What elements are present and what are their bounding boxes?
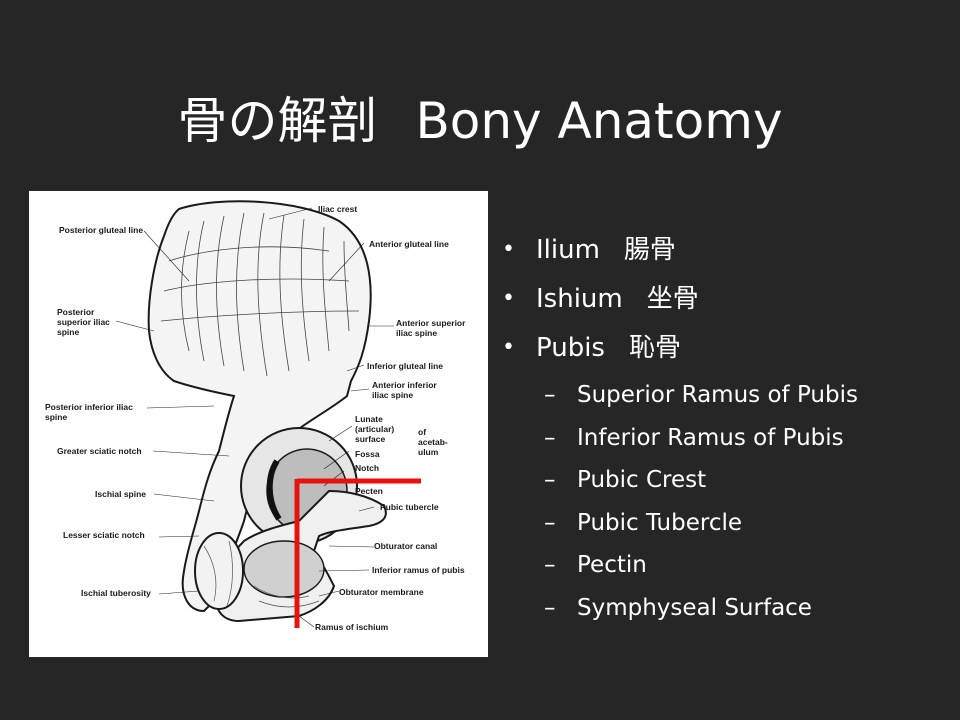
label-obturator-membrane: Obturator membrane (339, 587, 424, 597)
sub-bullet-label: Superior Ramus of Pubis (577, 382, 858, 408)
label-inferior-ramus-of-pubis: Inferior ramus of pubis (372, 565, 465, 575)
bullet-label-ja: 恥骨 (628, 333, 681, 363)
label-iliac-crest: Iliac crest (318, 204, 358, 214)
label-notch: Notch (355, 463, 380, 473)
sub-bullet-pubic-crest: – Pubic Crest (500, 460, 940, 503)
label-posterior-gluteal-line: Posterior gluteal line (59, 225, 144, 235)
sub-bullet-label: Pubic Crest (577, 467, 707, 493)
bullet-label-en: Ilium (536, 235, 600, 265)
label-posterior-inferior-iliac-spine: Posterior inferior iliac spine (45, 402, 133, 422)
bullet-ishium: • Ishium 坐骨 (500, 277, 940, 326)
label-pecten: Pecten (355, 486, 383, 496)
bullet-label-en: Pubis (536, 333, 605, 363)
sub-bullet-pubic-tubercle: – Pubic Tubercle (500, 503, 940, 546)
label-greater-sciatic-notch: Greater sciatic notch (57, 446, 142, 456)
label-lunate-surface: Lunate (articular) surface (355, 414, 395, 444)
label-ischial-spine: Ischial spine (95, 489, 147, 499)
label-anterior-inferior-iliac-spine: Anterior inferior iliac spine (372, 380, 437, 400)
slide-title: 骨の解剖 Bony Anatomy (0, 88, 960, 154)
title-english: Bony Anatomy (415, 92, 783, 150)
label-anterior-superior-iliac-spine: Anterior superior iliac spine (396, 318, 466, 338)
label-inferior-gluteal-line: Inferior gluteal line (367, 361, 444, 371)
dash-marker: – (544, 594, 556, 621)
pelvis-anatomy-figure: Iliac crest Posterior gluteal line Anter… (29, 191, 488, 657)
label-ramus-of-ischium: Ramus of ischium (315, 622, 389, 632)
bullet-label-en: Ishium (536, 284, 623, 314)
sub-bullet-label: Pubic Tubercle (577, 509, 743, 536)
label-of-acetabulum: of acetab- ulum (418, 427, 448, 457)
sub-bullet-superior-ramus: – Superior Ramus of Pubis (500, 375, 940, 418)
bullet-dot: • (502, 335, 515, 360)
label-lesser-sciatic-notch: Lesser sciatic notch (63, 530, 145, 540)
label-posterior-superior-iliac-spine: Posterior superior iliac spine (57, 307, 110, 337)
title-japanese: 骨の解剖 (177, 92, 378, 150)
bullet-dot: • (502, 286, 515, 311)
bullet-label-ja: 腸骨 (623, 235, 676, 265)
sub-bullet-label: Pectin (577, 552, 647, 578)
pubis-highlight-bracket (294, 478, 421, 628)
bullet-ilium: • Ilium 腸骨 (500, 228, 940, 277)
bullet-label-ja: 坐骨 (646, 284, 699, 314)
label-fossa: Fossa (355, 449, 380, 459)
sub-bullet-label: Symphyseal Surface (577, 594, 812, 621)
sub-bullet-symphyseal-surface: – Symphyseal Surface (500, 588, 940, 631)
dash-marker: – (544, 509, 556, 536)
sub-bullet-pectin: – Pectin (500, 545, 940, 588)
dash-marker: – (544, 467, 556, 493)
label-ischial-tuberosity: Ischial tuberosity (81, 588, 151, 598)
dash-marker: – (544, 552, 556, 578)
label-anterior-gluteal-line: Anterior gluteal line (369, 239, 449, 249)
sub-bullet-inferior-ramus: – Inferior Ramus of Pubis (500, 418, 940, 461)
bullet-list: • Ilium 腸骨 • Ishium 坐骨 • Pubis 恥骨 – Superio… (500, 228, 940, 630)
sub-bullet-label: Inferior Ramus of Pubis (577, 424, 844, 451)
label-obturator-canal: Obturator canal (374, 541, 438, 551)
hip-bone-illustration (115, 200, 421, 628)
bullet-dot: • (502, 237, 515, 262)
dash-marker: – (544, 382, 556, 408)
label-pubic-tubercle: Pubic tubercle (380, 502, 439, 512)
bullet-pubis: • Pubis 恥骨 (500, 326, 940, 375)
dash-marker: – (544, 424, 556, 451)
